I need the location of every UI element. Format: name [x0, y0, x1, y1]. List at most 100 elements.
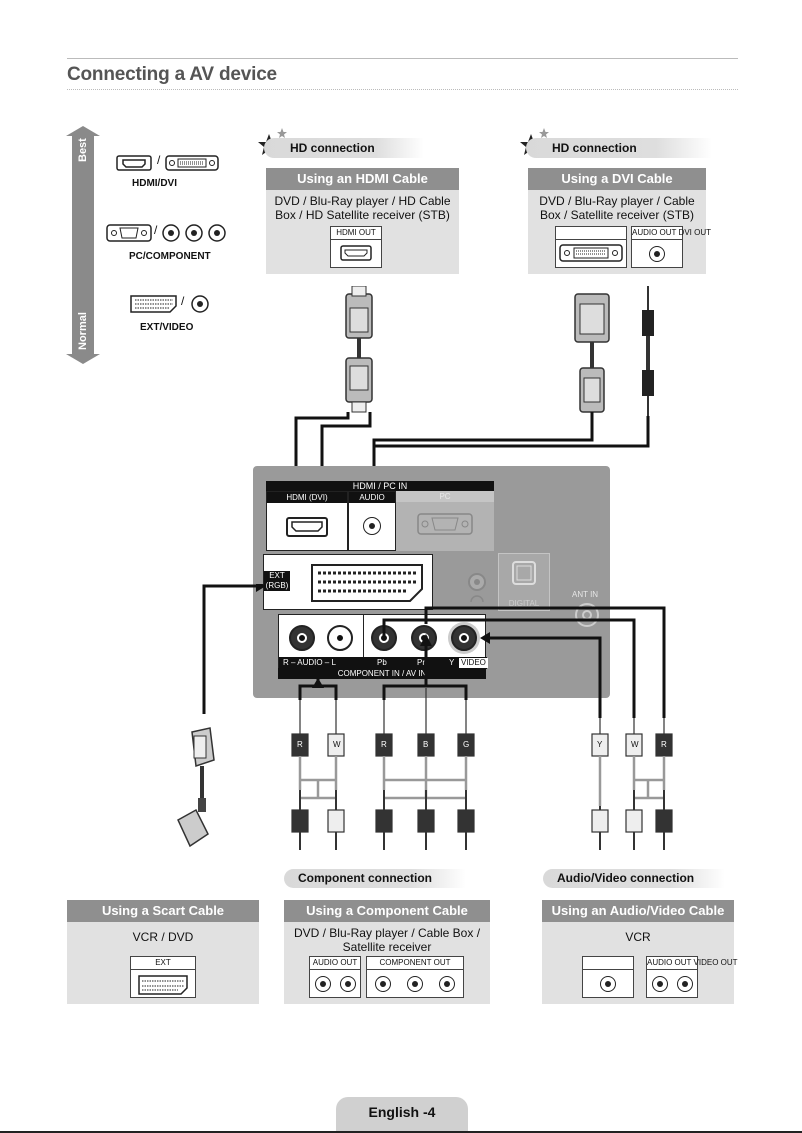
av-audio-out-port: AUDIO OUT VIDEO OUT: [646, 956, 738, 998]
plug-r-label: R: [661, 740, 667, 749]
video-jack-icon: [600, 976, 616, 992]
plug-g-label: G: [463, 740, 470, 749]
tv-ext-rgb-port[interactable]: EXT (RGB): [263, 554, 433, 610]
quality-normal-label: Normal: [77, 312, 89, 350]
av-video-out-port: [582, 956, 634, 998]
av-connection-tab: Audio/Video connection: [543, 869, 725, 888]
pc-component-connector-icon: [106, 224, 226, 242]
title-underline: [67, 89, 738, 90]
ext-out-port: EXT: [130, 956, 196, 998]
hdmi-dvi-connector-icon: [116, 155, 219, 171]
plug-b-label: B: [423, 740, 429, 749]
tv-ant-in-label: ANT IN: [572, 590, 599, 599]
quality-arrow-icon: [66, 126, 100, 364]
scart-port-icon: [138, 975, 188, 995]
legend-pc-component-label: PC/COMPONENT: [129, 251, 211, 262]
hdmi-panel-devices: DVD / Blu-Ray player / HD Cable Box / HD…: [274, 194, 451, 222]
top-rule: [67, 58, 738, 59]
tv-audio-label: AUDIO: [349, 492, 395, 503]
dvi-audio-out-label: AUDIO OUT DVI OUT: [632, 227, 711, 240]
tv-hdmi-dvi-port[interactable]: HDMI (DVI): [266, 491, 348, 551]
hdmi-out-port: HDMI OUT: [330, 226, 382, 268]
audio-jack-icon: [651, 976, 668, 992]
plug-r-label: R: [381, 740, 387, 749]
legend-hdmi-dvi-label: HDMI/DVI: [132, 178, 177, 189]
pb-label: Pb: [377, 658, 387, 667]
bottom-rule: [0, 1131, 802, 1133]
component-out-port: COMPONENT OUT: [366, 956, 464, 998]
scart-panel-header: Using a Scart Cable: [67, 900, 259, 922]
bottom-cables: [177, 584, 673, 850]
tv-pc-label: PC: [396, 491, 494, 502]
audio-l-jack[interactable]: [327, 625, 353, 651]
dvi-out-port: [555, 226, 627, 268]
av-audio-out-label: AUDIO OUT: [647, 958, 692, 967]
audio-jack-icon: [339, 976, 356, 992]
video-jack-icon: [407, 976, 423, 992]
legend-slash-3: /: [181, 294, 185, 308]
av-panel-devices: VCR: [625, 930, 651, 944]
video-jack-icon: [375, 976, 391, 992]
tv-pc-port: PC: [396, 491, 494, 551]
ext-video-connector-icon: [130, 295, 209, 313]
component-audio-out-port: AUDIO OUT: [309, 956, 361, 998]
plug-y-label: Y: [597, 740, 603, 749]
plug-w-label: W: [631, 740, 639, 749]
vga-port-icon: [417, 513, 473, 535]
av-video-out-label: VIDEO OUT: [693, 958, 738, 967]
r-audio-l-label: R – AUDIO – L: [283, 658, 336, 667]
tv-component-av-port[interactable]: R – AUDIO – L Pb Pr Y VIDEO: [278, 614, 488, 669]
tv-hdmi-dvi-label: HDMI (DVI): [267, 492, 347, 503]
audio-jack-icon: [676, 976, 693, 992]
legend-slash: /: [157, 153, 161, 167]
tv-rgb-label: (RGB): [265, 581, 289, 590]
component-in-av-in-label: COMPONENT IN / AV IN: [278, 668, 486, 679]
pr-label: Pr: [417, 658, 425, 667]
legend-ext-video-label: EXT/VIDEO: [140, 322, 194, 333]
plug-r-label: R: [297, 740, 303, 749]
hdmi-port-icon: [340, 245, 372, 261]
headphone-jack-icon: [468, 573, 486, 603]
optical-port-icon: [512, 561, 536, 585]
y-video-jack[interactable]: [451, 625, 477, 651]
tv-ext-label: EXT: [269, 571, 285, 580]
component-audio-out-label: AUDIO OUT: [310, 957, 360, 970]
page-number-tab: English -4: [336, 1097, 468, 1133]
legend-slash-2: /: [154, 223, 158, 237]
audio-r-jack[interactable]: [289, 625, 315, 651]
av-device-panel: Using an Audio/Video Cable VCR: [542, 900, 734, 1004]
hdmi-hd-connection-tab: HD connection: [264, 138, 424, 158]
audio-jack-icon: [649, 246, 665, 262]
tv-digital-label: DIGITAL: [508, 599, 540, 608]
hdmi-pc-in-label: HDMI / PC IN: [266, 481, 494, 491]
scart-panel-devices: VCR / DVD: [132, 930, 194, 944]
component-out-label: COMPONENT OUT: [367, 957, 463, 970]
top-cables: [290, 286, 654, 478]
video-label: VIDEO: [459, 658, 488, 668]
tv-audio-port[interactable]: AUDIO: [348, 491, 396, 551]
y-label: Y: [449, 658, 455, 667]
dvi-hd-connection-tab: HD connection: [526, 138, 712, 158]
scart-device-panel: Using a Scart Cable VCR / DVD: [67, 900, 259, 1004]
audio-jack-icon: [363, 517, 381, 535]
dvi-panel-header: Using a DVI Cable: [528, 168, 706, 190]
dvi-audio-out-port: AUDIO OUT DVI OUT: [631, 226, 711, 268]
hdmi-panel-header: Using an HDMI Cable: [266, 168, 459, 190]
page-title: Connecting a AV device: [67, 64, 277, 85]
component-panel-devices: DVD / Blu-Ray player / Cable Box / Satel…: [293, 926, 481, 954]
av-panel-header: Using an Audio/Video Cable: [542, 900, 734, 922]
video-jack-icon: [439, 976, 455, 992]
dvi-out-label: DVI OUT: [678, 228, 711, 237]
dvi-panel-devices: DVD / Blu-Ray player / Cable Box / Satel…: [539, 194, 695, 222]
ext-out-label: EXT: [131, 957, 195, 970]
hdmi-port-icon: [286, 517, 328, 537]
quality-best-label: Best: [77, 138, 89, 162]
tv-digital-port: DIGITAL: [498, 553, 550, 611]
audio-jack-icon: [314, 976, 331, 992]
scart-port-icon: [311, 564, 423, 602]
dvi-port-icon: [559, 244, 623, 262]
component-panel-header: Using a Component Cable: [284, 900, 490, 922]
component-connection-tab: Component connection: [284, 869, 466, 888]
plug-w-label: W: [333, 740, 341, 749]
hdmi-out-label: HDMI OUT: [331, 227, 381, 240]
